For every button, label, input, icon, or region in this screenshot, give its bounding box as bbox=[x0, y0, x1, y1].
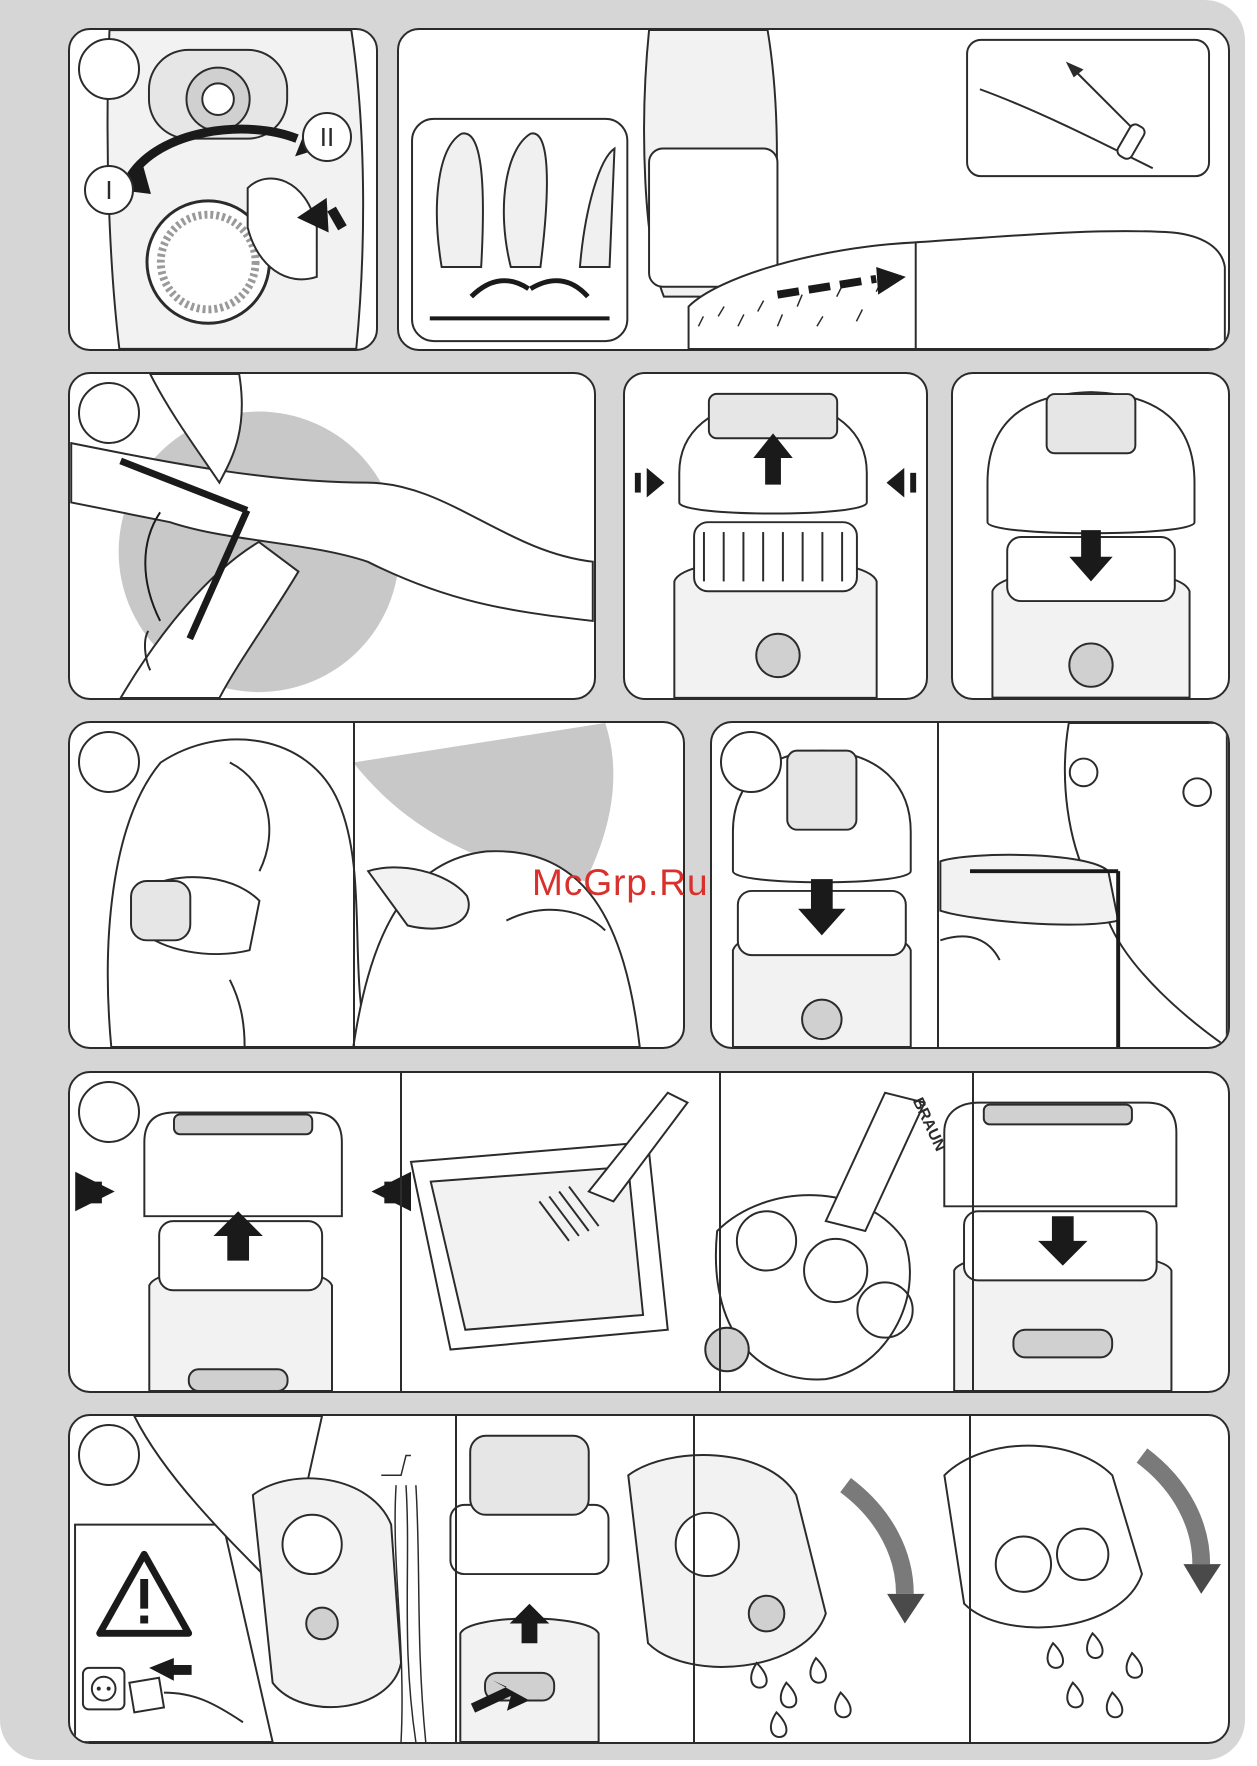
panel-divider bbox=[455, 1416, 457, 1742]
wall-socket-icon bbox=[83, 1668, 124, 1709]
water-drop-icon bbox=[751, 1658, 850, 1737]
remove-head-illustration bbox=[625, 374, 926, 698]
panel-divider bbox=[969, 1416, 971, 1742]
technique-illustration bbox=[399, 30, 1228, 349]
step-number-circle bbox=[78, 731, 140, 793]
step-number-circle bbox=[78, 382, 140, 444]
facial-cap-illustration bbox=[712, 723, 1228, 1047]
panel-divider bbox=[972, 1073, 974, 1391]
panel-attach-cap bbox=[951, 372, 1230, 700]
attach-cap-illustration bbox=[953, 374, 1228, 698]
panel-divider bbox=[937, 723, 939, 1047]
panel-divider bbox=[400, 1073, 402, 1391]
water-drop-icon bbox=[1048, 1633, 1143, 1717]
panel-switch-speed: I II bbox=[68, 28, 378, 351]
panel-remove-head bbox=[623, 372, 928, 700]
speed-two-badge: II bbox=[302, 112, 352, 162]
leg-illustration bbox=[70, 374, 594, 698]
sheet-corner-tab bbox=[0, 0, 44, 82]
panel-epilating-technique bbox=[397, 28, 1230, 351]
panel-divider bbox=[693, 1416, 695, 1742]
step-number-circle bbox=[78, 38, 140, 100]
panel-leg-angle bbox=[68, 372, 596, 700]
panel-divider bbox=[353, 723, 355, 1047]
step-number-circle bbox=[720, 731, 782, 793]
step-number-circle bbox=[78, 1424, 140, 1486]
speed-two-label: II bbox=[320, 122, 334, 152]
panel-divider bbox=[719, 1073, 721, 1391]
washing-illustration bbox=[70, 1416, 1228, 1742]
panel-brush-cleaning: BRAUN bbox=[68, 1071, 1230, 1393]
panel-facial-cap bbox=[710, 721, 1230, 1049]
speed-one-label: I bbox=[105, 175, 112, 205]
panel-washing bbox=[68, 1414, 1230, 1744]
speed-one-badge: I bbox=[84, 165, 134, 215]
watermark: McGrp.Ru bbox=[532, 862, 709, 904]
brush-cleaning-illustration: BRAUN bbox=[70, 1073, 1228, 1391]
step-number-circle bbox=[78, 1081, 140, 1143]
